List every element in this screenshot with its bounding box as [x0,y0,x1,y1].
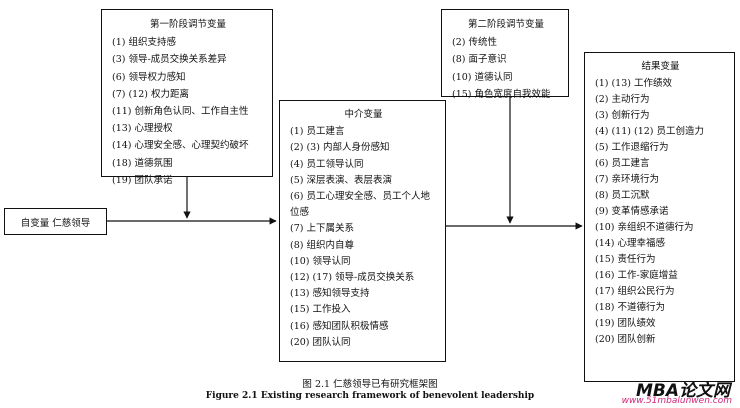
mediator-item: (2) (3) 内部人身份感知 [290,142,390,154]
moderator2-list: (2) 传统性 (8) 面子意识 (10) 道德认同 (15) 角色宽度自我效能 [452,34,560,103]
moderator1-item: (18) 道德氛围 [112,157,173,169]
moderator2-title: 第二阶段调节变量 [467,19,544,30]
moderator2-item: (10) 道德认同 [452,71,513,83]
mediator-item: (10) 领导认同 [290,255,351,267]
moderator1-item: (6) 领导权力感知 [112,71,186,83]
moderator1-title: 第一阶段调节变量 [149,19,226,30]
outcome-item: (14) 心理幸福感 [595,238,666,249]
mediator-item: (4) 员工领导认同 [290,158,364,170]
outcome-item: (10) 亲组织不道德行为 [595,222,694,233]
mediator-box: 中介变量 (1) 员工建言 (2) (3) 内部人身份感知 (4) 员工领导认同… [279,100,446,362]
outcome-item: (3) 创新行为 [595,110,650,121]
outcome-item: (9) 变革情感承诺 [595,206,669,217]
watermark-logo: MBA论文网 [635,381,730,401]
outcome-item: (15) 责任行为 [595,254,656,265]
mediator-item: (12) (17) 领导-成员交换关系 [290,272,415,284]
outcome-box: 结果变量 (1) (13) 工作绩效 (2) 主动行为 (3) 创新行为 (4)… [584,52,735,382]
moderator1-item: (14) 心理安全感、心理契约破坏 [112,140,249,152]
mediator-item: (5) 深层表演、表层表演 [290,174,392,186]
mediator-item: (6) 员工心理安全感、员工个人地位感 [290,191,430,219]
moderator2-item: (8) 面子意识 [452,54,507,66]
outcome-list: (1) (13) 工作绩效 (2) 主动行为 (3) 创新行为 (4) (11)… [595,76,726,348]
figure-caption-zh: 图 2.1 仁慈领导已有研究框架图 [302,379,438,390]
watermark-url: www.51mbalunwen.com [621,396,732,406]
outcome-item: (4) (11) (12) 员工创造力 [595,126,705,137]
moderator1-item: (11) 创新角色认同、工作自主性 [112,106,249,118]
mediator-title: 中介变量 [344,109,383,120]
outcome-item: (8) 员工沉默 [595,190,650,201]
moderator1-item: (19) 团队承诺 [112,174,173,186]
outcome-item: (20) 团队创新 [595,334,656,345]
moderator1-item: (7) (12) 权力距离 [112,88,189,100]
mediator-item: (7) 上下属关系 [290,223,354,235]
mediator-item: (8) 组织内自尊 [290,239,354,251]
independent-variable-label: 自变量 仁慈领导 [20,217,91,229]
moderator2-item: (15) 角色宽度自我效能 [452,88,551,100]
mediator-item: (13) 感知领导支持 [290,288,370,300]
independent-variable-box: 自变量 仁慈领导 [4,208,107,235]
mediator-item: (20) 团队认同 [290,336,351,348]
moderator1-list: (1) 组织支持感 (3) 领导-成员交换关系差异 (6) 领导权力感知 (7)… [112,34,264,189]
figure-caption-en: Figure 2.1 Existing research framework o… [205,391,535,401]
outcome-title: 结果变量 [641,61,680,72]
moderator2-item: (2) 传统性 [452,37,497,49]
outcome-item: (16) 工作-家庭增益 [595,270,678,281]
outcome-item: (2) 主动行为 [595,94,650,105]
mediator-item: (1) 员工建言 [290,126,345,138]
moderator1-item: (13) 心理授权 [112,123,173,135]
moderator1-item: (3) 领导-成员交换关系差异 [112,54,227,66]
outcome-item: (19) 团队绩效 [595,318,656,329]
outcome-item: (18) 不道德行为 [595,302,666,313]
moderator1-box: 第一阶段调节变量 (1) 组织支持感 (3) 领导-成员交换关系差异 (6) 领… [101,9,273,186]
outcome-item: (5) 工作退缩行为 [595,142,669,153]
outcome-item: (7) 亲环境行为 [595,174,659,185]
moderator2-box: 第二阶段调节变量 (2) 传统性 (8) 面子意识 (10) 道德认同 (15)… [441,9,569,100]
moderator1-item: (1) 组织支持感 [112,37,176,49]
outcome-item: (1) (13) 工作绩效 [595,78,672,89]
mediator-list: (1) 员工建言 (2) (3) 内部人身份感知 (4) 员工领导认同 (5) … [290,124,437,351]
outcome-item: (17) 组织公民行为 [595,286,675,297]
mediator-item: (16) 感知团队积极情感 [290,320,389,332]
mediator-item: (15) 工作投入 [290,304,351,316]
outcome-item: (6) 员工建言 [595,158,650,169]
